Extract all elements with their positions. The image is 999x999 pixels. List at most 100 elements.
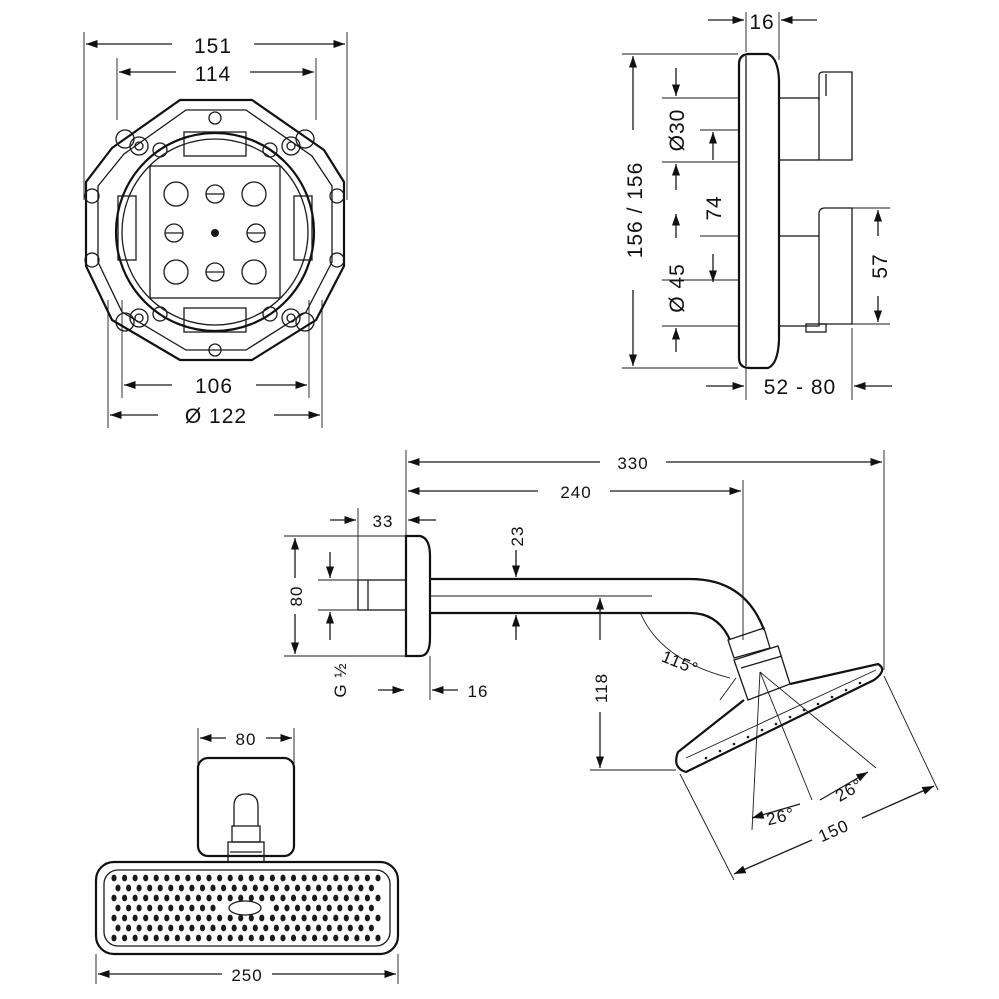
nozzle-dot <box>368 924 374 932</box>
nozzle-dot <box>132 914 138 922</box>
nozzle-dot <box>358 904 364 912</box>
nozzle-dot <box>164 934 170 942</box>
thread-g-half-label: G ½ <box>331 662 350 697</box>
nozzle-dot <box>354 934 360 942</box>
nozzle-dot <box>337 884 343 892</box>
nozzle-dot <box>322 934 328 942</box>
nozzle-dot <box>206 894 212 902</box>
nozzle-dot <box>322 874 328 882</box>
dim-52-80-label: 52 - 80 <box>764 376 836 399</box>
nozzle-dot <box>210 904 216 912</box>
nozzle-dot <box>126 884 132 892</box>
nozzle-dot <box>227 874 233 882</box>
dim-16-label: 16 <box>749 11 774 34</box>
nozzle-dot <box>136 904 142 912</box>
dim-240-label: 240 <box>560 483 591 502</box>
dim-80-front-label: 80 <box>236 730 257 749</box>
nozzle-dot <box>195 874 202 882</box>
nozzle-dot <box>122 874 128 882</box>
nozzle-dot <box>168 924 174 932</box>
nozzle-dot <box>221 924 227 932</box>
nozzle-dot <box>238 874 244 882</box>
nozzle-dot <box>301 914 307 922</box>
nozzle-dot <box>143 934 149 942</box>
nozzle-dot <box>164 894 170 902</box>
nozzle-dot <box>147 904 153 912</box>
nozzle-dot <box>263 884 269 892</box>
nozzle-dot <box>375 894 381 902</box>
nozzle-dot <box>153 894 159 902</box>
nozzle-dot <box>358 884 364 892</box>
nozzle-dot <box>147 924 153 932</box>
nozzle-dot <box>364 874 370 882</box>
nozzle-dot <box>259 914 265 922</box>
nozzle-dot <box>132 894 138 902</box>
nozzle-dot <box>157 924 163 932</box>
nozzle-dot <box>185 874 191 882</box>
nozzle-dot <box>248 934 254 942</box>
nozzle-dot <box>195 934 202 942</box>
nozzle-dot <box>136 884 142 892</box>
angle-26-left-label: 26° <box>764 804 796 829</box>
nozzle-dot <box>164 914 170 922</box>
mounting-box-view: 151 114 <box>83 32 348 428</box>
nozzle-dot <box>322 914 328 922</box>
nozzle-dot <box>136 924 142 932</box>
nozzle-dot <box>326 904 332 912</box>
nozzle-dot <box>343 914 349 922</box>
nozzle-dot <box>189 904 195 912</box>
nozzle-dot <box>333 894 339 902</box>
nozzle-dot <box>217 934 223 942</box>
dim-80-flange-label: 80 <box>287 586 306 607</box>
nozzle-dot <box>375 934 381 942</box>
nozzle-dot <box>143 874 149 882</box>
nozzle-dot <box>248 894 254 902</box>
nozzle-dot <box>354 894 360 902</box>
nozzle-dot <box>284 904 290 912</box>
nozzle-dot <box>111 874 117 882</box>
nozzle-dot <box>185 934 191 942</box>
nozzle-dot <box>316 924 322 932</box>
nozzle-dot <box>157 904 163 912</box>
nozzle-dot <box>189 924 195 932</box>
nozzle-dot <box>231 884 237 892</box>
nozzle-dot <box>252 884 258 892</box>
nozzle-dot <box>126 924 132 932</box>
nozzle-dot <box>248 874 254 882</box>
nozzle-dot <box>206 914 212 922</box>
nozzle-dot <box>364 934 370 942</box>
nozzle-dot <box>333 914 339 922</box>
nozzle-dot <box>174 894 180 902</box>
nozzle-dot <box>168 884 174 892</box>
nozzle-dot <box>185 894 191 902</box>
nozzle-dot <box>290 934 297 942</box>
dim-118-label: 118 <box>592 673 611 703</box>
dim-74-label: 74 <box>703 195 726 220</box>
nozzle-dot <box>111 914 117 922</box>
dim-diameter-122-label: Ø 122 <box>185 405 247 428</box>
nozzle-dot <box>252 924 258 932</box>
nozzle-dot <box>189 884 195 892</box>
nozzle-dot <box>273 904 279 912</box>
nozzle-dot <box>343 894 349 902</box>
nozzle-dot <box>375 914 381 922</box>
shower-head-front-view: 80 250 <box>94 728 400 985</box>
nozzle-dot <box>221 884 227 892</box>
nozzle-dot <box>333 874 339 882</box>
nozzle-dot <box>199 904 206 912</box>
nozzle-dot <box>312 934 318 942</box>
nozzle-dot <box>316 904 322 912</box>
dim-114-label: 114 <box>195 63 231 86</box>
spray-nozzles <box>704 681 862 760</box>
nozzle-dot <box>263 924 269 932</box>
dim-330-label: 330 <box>617 454 648 473</box>
nozzle-dot <box>143 914 149 922</box>
nozzle-dot <box>305 884 311 892</box>
nozzle-dot <box>111 934 117 942</box>
nozzle-dot <box>206 874 212 882</box>
nozzle-dot <box>294 924 301 932</box>
nozzle-dot <box>301 934 307 942</box>
nozzle-dot <box>242 884 248 892</box>
nozzle-dot <box>195 894 202 902</box>
